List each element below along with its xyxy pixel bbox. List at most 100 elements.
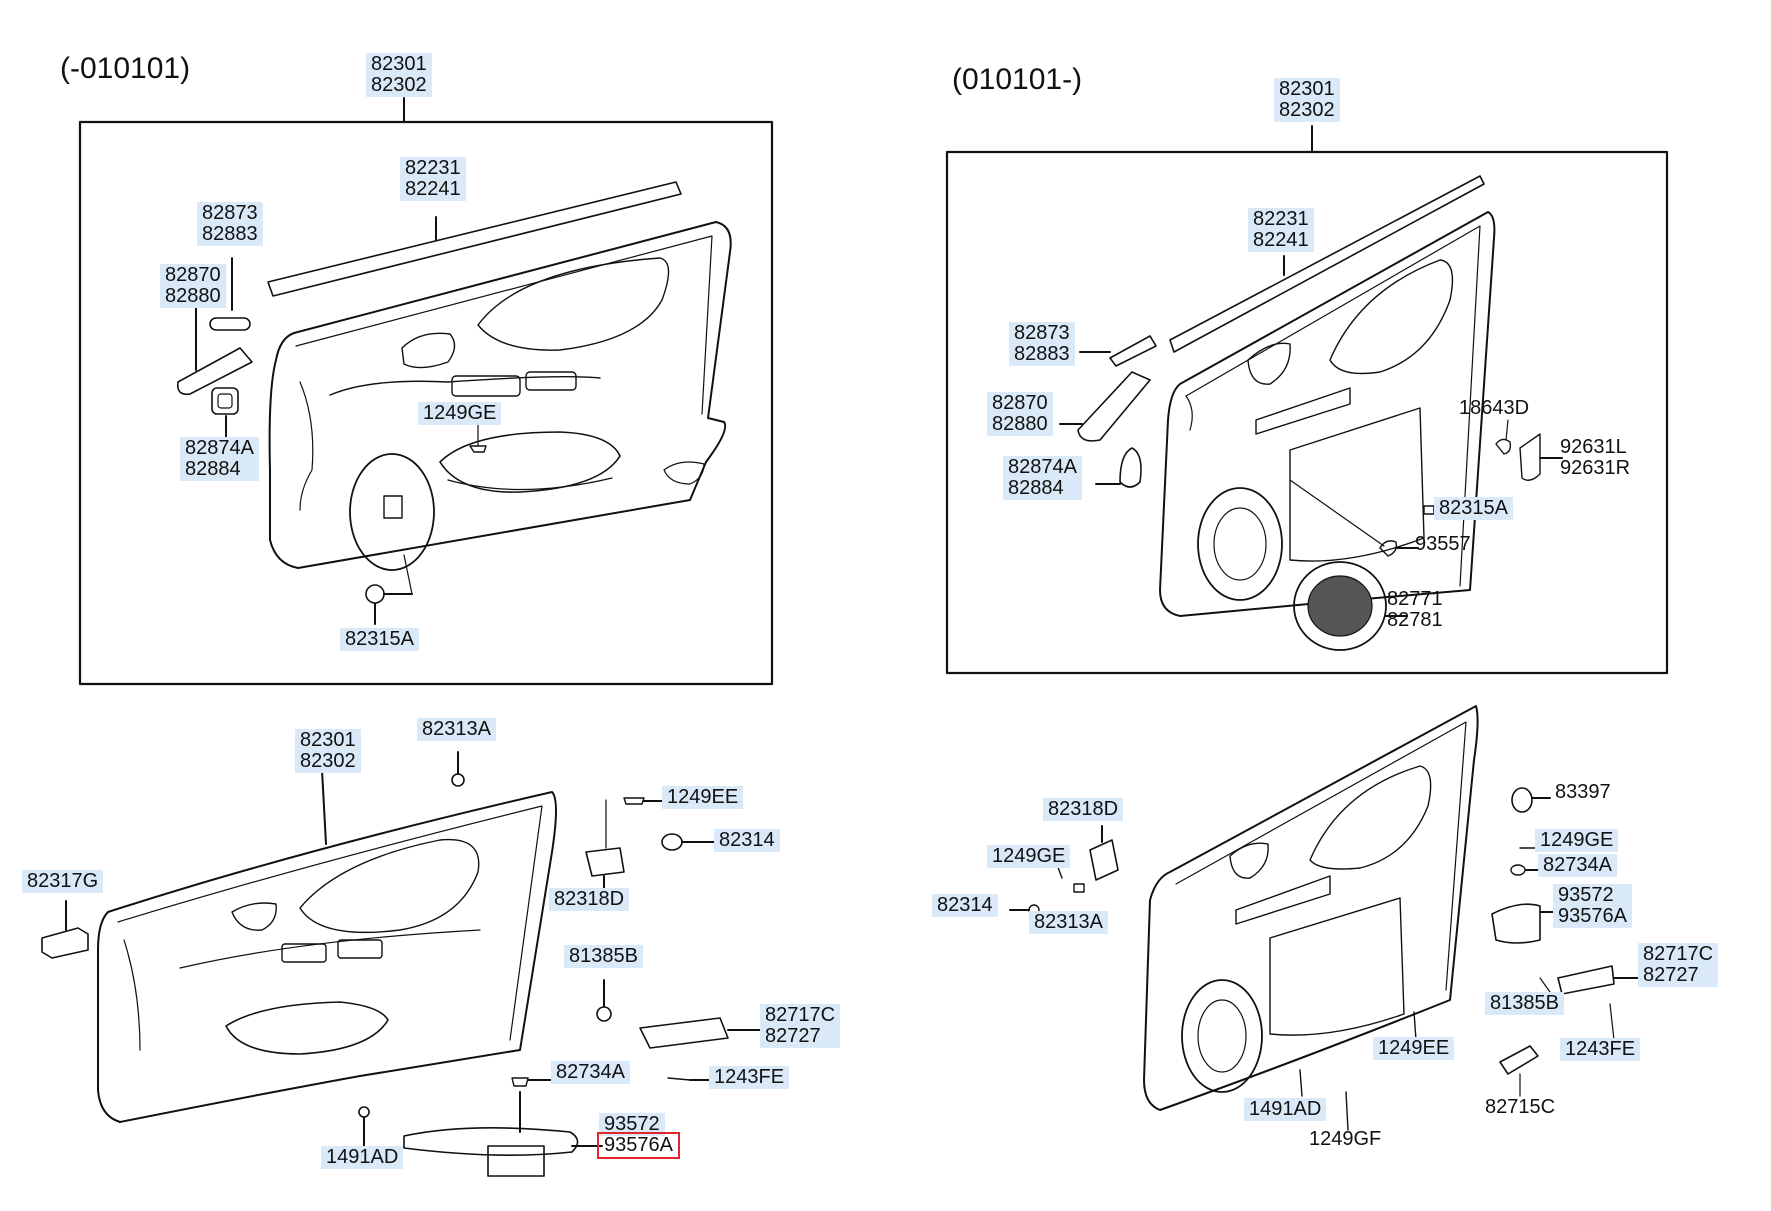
callout-text: 1249EE — [667, 786, 739, 808]
callout-text: 82873 — [1014, 322, 1070, 344]
callout-bl-93576a-selected[interactable]: 93576A — [597, 1132, 680, 1159]
callout-text: 82302 — [371, 74, 427, 96]
callout-br-82313a[interactable]: 82313A — [1029, 911, 1108, 934]
callout-text: 82727 — [1643, 964, 1699, 986]
callout-bl-82314[interactable]: 82314 — [714, 829, 780, 852]
callout-text: 82883 — [202, 223, 258, 245]
callout-text: 82241 — [405, 178, 461, 200]
callout-text: 82874A — [185, 437, 254, 459]
callout-tr-93557[interactable]: 93557 — [1410, 533, 1476, 556]
callout-text: 92631L — [1560, 436, 1627, 458]
callout-tl-82301[interactable]: 82301 82302 — [366, 53, 432, 97]
callout-text: 81385B — [569, 945, 638, 967]
callout-tl-82873[interactable]: 82873 82883 — [197, 202, 263, 246]
callout-br-81385b[interactable]: 81385B — [1485, 992, 1564, 1015]
callout-tr-92631[interactable]: 92631L 92631R — [1555, 436, 1635, 480]
callout-text: 82717C — [1643, 943, 1714, 965]
callout-br-1249ge-left[interactable]: 1249GE — [987, 845, 1071, 868]
callout-tr-82870[interactable]: 82870 82880 — [987, 392, 1053, 436]
callout-tr-18643d[interactable]: 18643D — [1454, 397, 1534, 420]
callout-text: 82318D — [1048, 798, 1119, 820]
callout-text: 82771 — [1387, 588, 1443, 610]
callout-text: 82301 — [1279, 78, 1335, 100]
callout-bl-82317g[interactable]: 82317G — [22, 870, 104, 893]
callout-text: 82315A — [345, 628, 414, 650]
callout-br-82715c[interactable]: 82715C — [1480, 1096, 1560, 1119]
callout-br-82717c[interactable]: 82717C 82727 — [1638, 943, 1719, 987]
callout-tl-82231[interactable]: 82231 82241 — [400, 157, 466, 201]
callout-text: 82870 — [992, 392, 1048, 414]
callout-text: 82315A — [1439, 497, 1508, 519]
header-right: (010101-) — [952, 63, 1083, 96]
callout-text: 82241 — [1253, 229, 1309, 251]
callout-text: 82231 — [1253, 208, 1309, 230]
callout-tr-82315a[interactable]: 82315A — [1434, 497, 1513, 520]
callout-br-82318d[interactable]: 82318D — [1043, 798, 1124, 821]
callout-br-1491ad[interactable]: 1491AD — [1244, 1098, 1327, 1121]
callout-text: 1249GE — [423, 402, 497, 424]
callout-text: 93572 — [604, 1113, 660, 1135]
callout-tl-1249ge[interactable]: 1249GE — [418, 402, 502, 425]
callout-text: 82884 — [1008, 477, 1064, 499]
callout-text: 82734A — [1543, 854, 1612, 876]
callout-br-1249ee[interactable]: 1249EE — [1373, 1037, 1455, 1060]
callout-bl-81385b[interactable]: 81385B — [564, 945, 643, 968]
callout-text: 93557 — [1415, 533, 1471, 555]
callout-text: 1249GE — [992, 845, 1066, 867]
callout-text: 81385B — [1490, 992, 1559, 1014]
callout-tr-82874a[interactable]: 82874A 82884 — [1003, 456, 1082, 500]
callout-bl-82301[interactable]: 82301 82302 — [295, 729, 361, 773]
callout-text: 82313A — [1034, 911, 1103, 933]
callout-text: 1491AD — [326, 1146, 399, 1168]
callout-text: 82870 — [165, 264, 221, 286]
callout-bl-82318d[interactable]: 82318D — [549, 888, 630, 911]
callout-br-83397[interactable]: 83397 — [1550, 781, 1616, 804]
callout-text: 1249GF — [1309, 1128, 1382, 1150]
callout-text: 82880 — [992, 413, 1048, 435]
callout-text: 93576A — [604, 1134, 673, 1156]
callout-text: 82717C — [765, 1004, 836, 1026]
callout-text: 1243FE — [1565, 1038, 1636, 1060]
callout-text: 92631R — [1560, 457, 1631, 479]
callout-text: 82781 — [1387, 609, 1443, 631]
callout-text: 82301 — [371, 53, 427, 75]
callout-text: 82883 — [1014, 343, 1070, 365]
callout-tl-82874a[interactable]: 82874A 82884 — [180, 437, 259, 481]
callout-text: 1243FE — [714, 1066, 785, 1088]
callout-text: 93576A — [1558, 905, 1627, 927]
callout-text: 93572 — [1558, 884, 1614, 906]
callout-bl-82734a[interactable]: 82734A — [551, 1061, 630, 1084]
callout-br-1249ge-right[interactable]: 1249GE — [1535, 829, 1619, 852]
callout-text: 82313A — [422, 718, 491, 740]
callout-br-93572[interactable]: 93572 93576A — [1553, 884, 1632, 928]
callout-tr-82873[interactable]: 82873 82883 — [1009, 322, 1075, 366]
callout-tr-82771[interactable]: 82771 82781 — [1382, 588, 1448, 632]
callout-tr-82301[interactable]: 82301 82302 — [1274, 78, 1340, 122]
callout-bl-1243fe[interactable]: 1243FE — [709, 1066, 790, 1089]
callout-br-82734a[interactable]: 82734A — [1538, 854, 1617, 877]
callout-br-1243fe[interactable]: 1243FE — [1560, 1038, 1641, 1061]
callout-bl-93572[interactable]: 93572 — [599, 1113, 665, 1136]
callout-text: 82301 — [300, 729, 356, 751]
callout-text: 82715C — [1485, 1096, 1556, 1118]
callout-bl-82717c[interactable]: 82717C 82727 — [760, 1004, 841, 1048]
callout-text: 82231 — [405, 157, 461, 179]
callout-br-82314[interactable]: 82314 — [932, 894, 998, 917]
header-left: (-010101) — [60, 52, 191, 85]
callout-text: 82314 — [719, 829, 775, 851]
callout-bl-1491ad[interactable]: 1491AD — [321, 1146, 404, 1169]
callout-text: 82318D — [554, 888, 625, 910]
callout-text: 82314 — [937, 894, 993, 916]
callout-bl-1249ee[interactable]: 1249EE — [662, 786, 744, 809]
callout-tl-82315a[interactable]: 82315A — [340, 628, 419, 651]
callout-text: 82734A — [556, 1061, 625, 1083]
callout-tr-82231[interactable]: 82231 82241 — [1248, 208, 1314, 252]
callout-bl-82313a[interactable]: 82313A — [417, 718, 496, 741]
callout-tl-82870[interactable]: 82870 82880 — [160, 264, 226, 308]
callout-br-1249gf[interactable]: 1249GF — [1304, 1128, 1386, 1151]
callout-text: 82317G — [27, 870, 99, 892]
callout-text: 82727 — [765, 1025, 821, 1047]
callout-text: 82873 — [202, 202, 258, 224]
